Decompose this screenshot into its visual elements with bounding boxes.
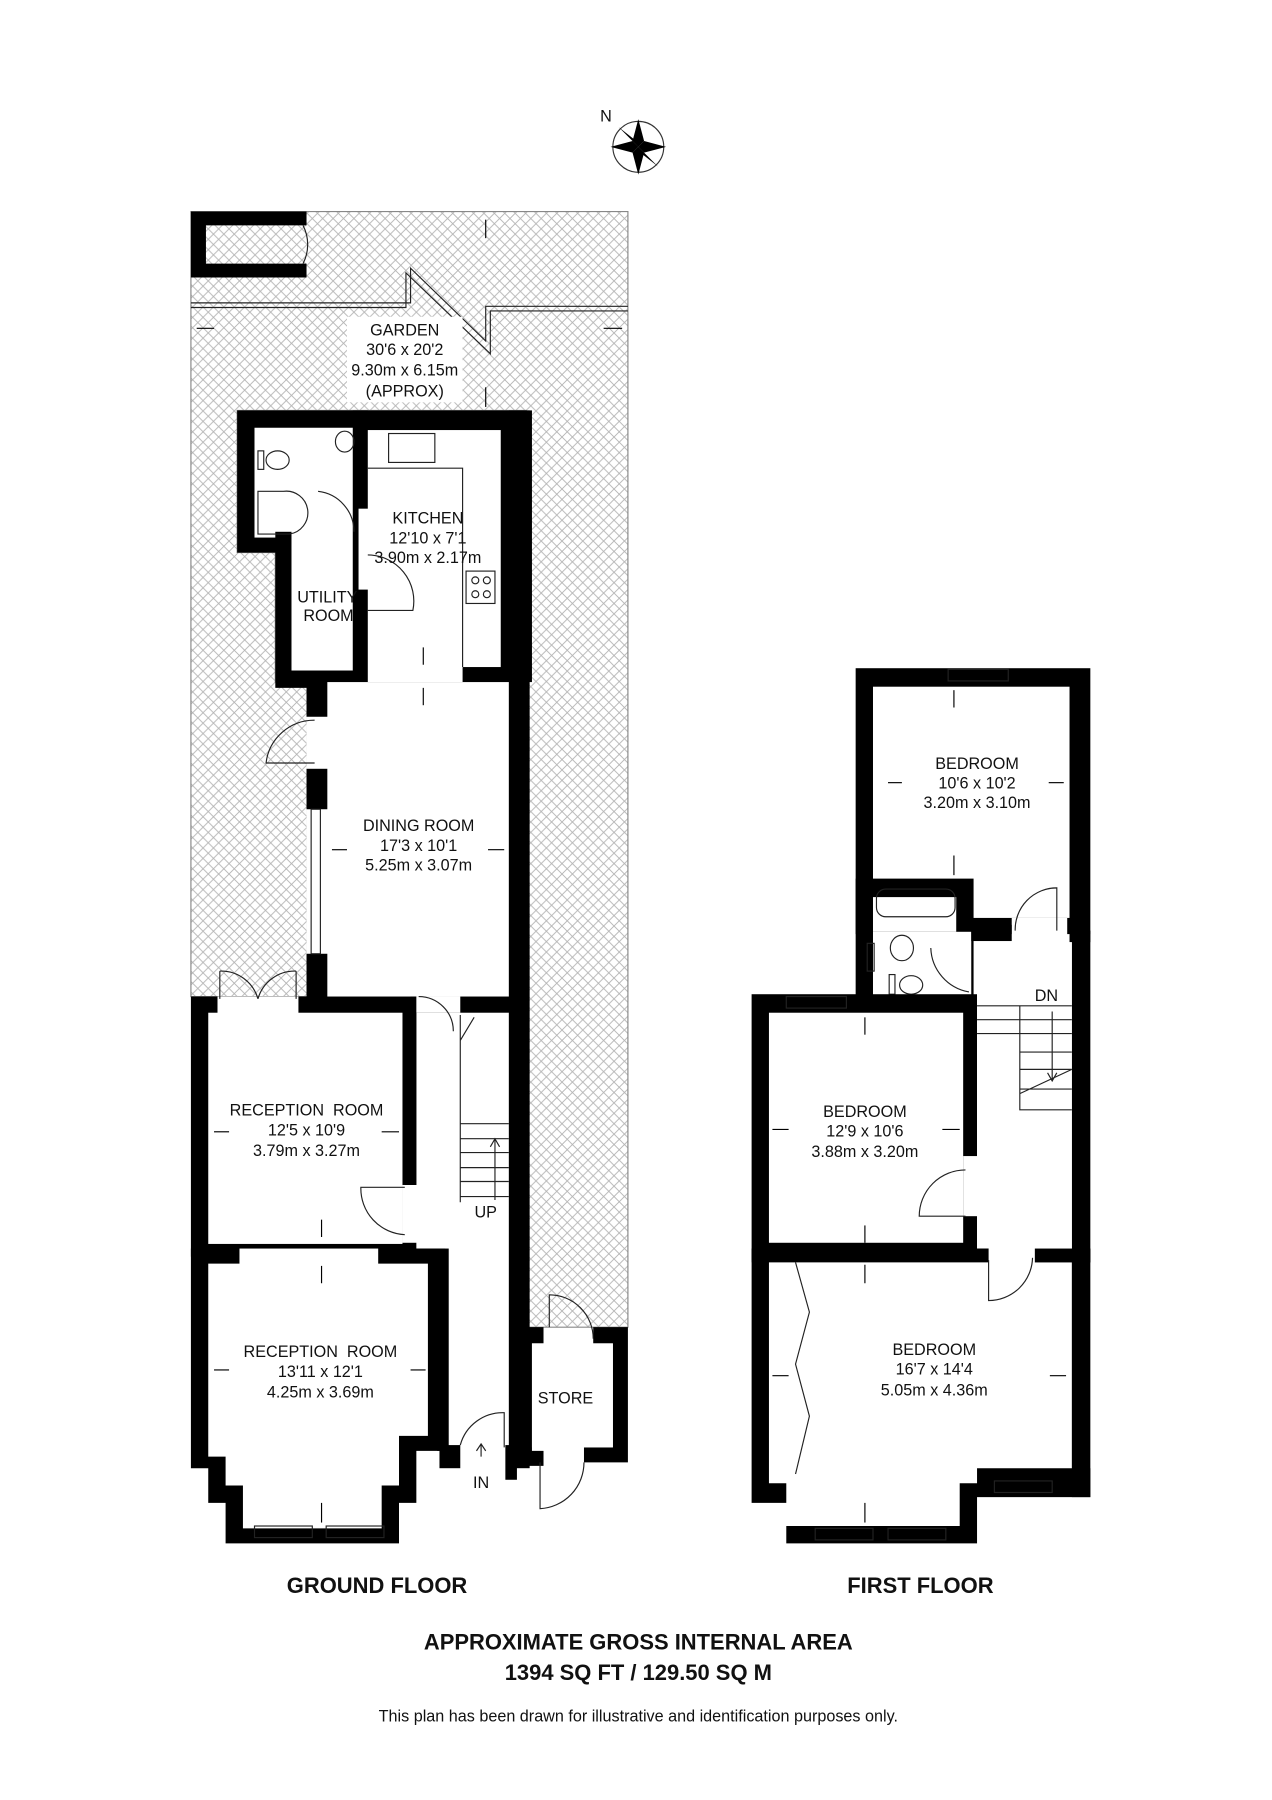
ground-floor-plan: GARDEN 30'6 x 20'2 9.30m x 6.15m (APPROX… xyxy=(190,210,629,1544)
utility-room-label: UTILITY ROOM xyxy=(297,588,357,624)
store-label: STORE xyxy=(538,1389,594,1407)
reception-room-2-label: RECEPTION ROOM 13'11 x 12'1 4.25m x 3.69… xyxy=(244,1343,398,1401)
svg-text:UTILITY: UTILITY xyxy=(297,588,357,606)
svg-text:RECEPTION ROOM: RECEPTION ROOM xyxy=(244,1343,398,1361)
svg-text:3.88m x 3.20m: 3.88m x 3.20m xyxy=(811,1143,918,1161)
svg-text:DINING ROOM: DINING ROOM xyxy=(363,817,474,835)
area-value: 1394 SQ FT / 129.50 SQ M xyxy=(505,1660,772,1685)
disclaimer: This plan has been drawn for illustrativ… xyxy=(379,1707,898,1725)
svg-text:17'3 x 10'1: 17'3 x 10'1 xyxy=(380,837,457,855)
svg-text:12'9 x 10'6: 12'9 x 10'6 xyxy=(826,1122,903,1140)
area-title: APPROXIMATE GROSS INTERNAL AREA xyxy=(424,1630,853,1655)
svg-text:GARDEN: GARDEN xyxy=(370,321,439,339)
ground-floor-title: GROUND FLOOR xyxy=(287,1573,468,1598)
stairs-up-label: UP xyxy=(474,1203,496,1221)
svg-text:(APPROX): (APPROX) xyxy=(366,383,444,401)
shower-icon xyxy=(257,490,309,535)
svg-text:BEDROOM: BEDROOM xyxy=(823,1103,907,1121)
basin-icon xyxy=(334,430,355,453)
first-floor-title: FIRST FLOOR xyxy=(847,1573,993,1598)
svg-text:BEDROOM: BEDROOM xyxy=(892,1341,976,1359)
reception-room-1-label: RECEPTION ROOM 12'5 x 10'9 3.79m x 3.27m xyxy=(230,1102,384,1160)
first-floor-plan: BEDROOM 10'6 x 10'2 3.20m x 3.10m BEDROO… xyxy=(751,668,1091,1544)
svg-text:30'6 x 20'2: 30'6 x 20'2 xyxy=(366,341,443,359)
garden-label: GARDEN 30'6 x 20'2 9.30m x 6.15m (APPROX… xyxy=(351,321,458,400)
svg-text:RECEPTION ROOM: RECEPTION ROOM xyxy=(230,1102,384,1120)
bedroom-3-label: BEDROOM 16'7 x 14'4 5.05m x 4.36m xyxy=(881,1341,988,1399)
svg-text:12'10 x 7'1: 12'10 x 7'1 xyxy=(389,529,466,547)
hob-icon xyxy=(465,570,496,605)
svg-text:ROOM: ROOM xyxy=(303,607,353,625)
compass-north-label: N xyxy=(600,107,612,125)
svg-text:KITCHEN: KITCHEN xyxy=(392,510,463,528)
kitchen-label: KITCHEN 12'10 x 7'1 3.90m x 2.17m xyxy=(374,510,481,567)
svg-text:9.30m x 6.15m: 9.30m x 6.15m xyxy=(351,362,458,380)
toilet-icon xyxy=(257,450,290,470)
stairs-down xyxy=(977,1005,1073,1111)
svg-text:3.90m x 2.17m: 3.90m x 2.17m xyxy=(374,549,481,567)
stairs-down-label: DN xyxy=(1035,987,1058,1005)
svg-text:3.79m x 3.27m: 3.79m x 3.27m xyxy=(253,1142,360,1160)
stairs-up xyxy=(459,1015,509,1203)
svg-text:16'7 x 14'4: 16'7 x 14'4 xyxy=(896,1361,973,1379)
svg-text:5.05m x 4.36m: 5.05m x 4.36m xyxy=(881,1381,988,1399)
svg-text:3.20m x 3.10m: 3.20m x 3.10m xyxy=(924,794,1031,812)
bedroom-1-label: BEDROOM 10'6 x 10'2 3.20m x 3.10m xyxy=(924,755,1031,812)
svg-text:4.25m x 3.69m: 4.25m x 3.69m xyxy=(267,1384,374,1402)
compass-icon xyxy=(610,119,667,175)
bedroom-2-label: BEDROOM 12'9 x 10'6 3.88m x 3.20m xyxy=(811,1103,918,1161)
basin-icon xyxy=(889,934,915,962)
svg-text:5.25m x 3.07m: 5.25m x 3.07m xyxy=(365,857,472,875)
svg-text:BEDROOM: BEDROOM xyxy=(935,755,1019,773)
entrance-label: IN xyxy=(473,1474,489,1492)
svg-text:12'5 x 10'9: 12'5 x 10'9 xyxy=(268,1121,345,1139)
svg-text:10'6 x 10'2: 10'6 x 10'2 xyxy=(938,774,1015,792)
wardrobe-doors xyxy=(794,1262,811,1475)
svg-text:13'11 x 12'1: 13'11 x 12'1 xyxy=(278,1363,363,1381)
dining-room-label: DINING ROOM 17'3 x 10'1 5.25m x 3.07m xyxy=(363,817,474,874)
